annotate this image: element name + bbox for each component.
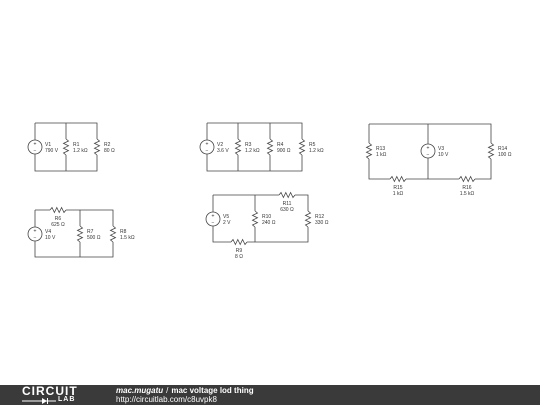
- components-V3-value: 10 V: [438, 152, 449, 158]
- logo-lab: LAB: [58, 396, 76, 403]
- circuit-url-line: http://circuitlab.com/c8uvpk8: [116, 395, 217, 404]
- components-R4-value: 900 Ω: [277, 148, 291, 154]
- components-R6-name: R6: [55, 216, 62, 222]
- components-R7-value: 500 Ω: [87, 235, 101, 241]
- components-R12-name: R12: [315, 214, 324, 220]
- components-R11-name: R11: [283, 201, 292, 207]
- author-link[interactable]: mac.mugatu: [116, 386, 164, 395]
- components-R15-name: R15: [393, 185, 402, 191]
- components-R16-name: R16: [462, 185, 471, 191]
- components-R1-name: R1: [73, 142, 80, 148]
- resistor-r8[interactable]: R81.5 kΩ: [109, 225, 135, 243]
- footer-bar: [0, 385, 540, 405]
- components-R4-name: R4: [277, 142, 284, 148]
- components-V2-name: V2: [217, 142, 223, 148]
- components-R15-value: 1 kΩ: [393, 191, 404, 197]
- circuit-url-link[interactable]: http://circuitlab.com/c8uvpk8: [116, 395, 217, 404]
- resistor-r9[interactable]: R98 Ω: [230, 238, 248, 260]
- components-V4-name: V4: [45, 229, 51, 235]
- resistor-r1[interactable]: R11.2 kΩ: [62, 138, 88, 156]
- svg-text:−: −: [34, 235, 37, 241]
- svg-text:+: +: [212, 214, 215, 220]
- svg-text:−: −: [34, 148, 37, 154]
- components-R13-value: 1 kΩ: [376, 152, 387, 158]
- svg-text:−: −: [212, 220, 215, 226]
- svg-text:+: +: [206, 142, 209, 148]
- diode-icon: [22, 398, 56, 404]
- logo-wordmark: CIRCUIT: [22, 384, 78, 398]
- components-R7-name: R7: [87, 229, 94, 235]
- components-R8-name: R8: [120, 229, 127, 235]
- components-R5-value: 1.2 kΩ: [309, 148, 324, 154]
- voltage-source-v5[interactable]: +− V52 V: [205, 211, 231, 227]
- components-R14-value: 100 Ω: [498, 152, 512, 158]
- components-V1-value: 790 V: [45, 148, 59, 154]
- voltage-source-v2[interactable]: +− V23.6 V: [199, 139, 229, 155]
- components-R1-value: 1.2 kΩ: [73, 148, 88, 154]
- components-R13-name: R13: [376, 146, 385, 152]
- components-R11-value: 630 Ω: [280, 207, 294, 213]
- components-R16-value: 1.5 kΩ: [460, 191, 475, 197]
- components-V3-name: V3: [438, 146, 444, 152]
- components-R3-name: R3: [245, 142, 252, 148]
- components-R5-name: R5: [309, 142, 316, 148]
- components-V4-value: 10 V: [45, 235, 56, 241]
- components-V5-value: 2 V: [223, 220, 231, 226]
- components-R3-value: 1.2 kΩ: [245, 148, 260, 154]
- components-R12-value: 330 Ω: [315, 220, 329, 226]
- components-R2-name: R2: [104, 142, 111, 148]
- svg-text:+: +: [427, 146, 430, 152]
- components-R14-name: R14: [498, 146, 507, 152]
- resistor-r3[interactable]: R31.2 kΩ: [234, 138, 260, 156]
- components-R6-value: 625 Ω: [51, 222, 65, 228]
- svg-text:−: −: [206, 148, 209, 154]
- components-R9-value: 8 Ω: [235, 254, 243, 260]
- circuitlab-logo[interactable]: CIRCUIT LAB: [22, 385, 92, 405]
- components-R9-name: R9: [236, 248, 243, 254]
- svg-text:+: +: [34, 142, 37, 148]
- title-separator: /: [166, 386, 169, 395]
- components-V2-value: 3.6 V: [217, 148, 229, 154]
- svg-text:+: +: [34, 229, 37, 235]
- components-R8-value: 1.5 kΩ: [120, 235, 135, 241]
- components-R2-value: 80 Ω: [104, 148, 115, 154]
- components-V5-name: V5: [223, 214, 229, 220]
- svg-text:−: −: [427, 152, 430, 158]
- components-V1-name: V1: [45, 142, 51, 148]
- components-R10-name: R10: [262, 214, 271, 220]
- components-R10-value: 240 Ω: [262, 220, 276, 226]
- circuit-title-line: mac.mugatu/mac voltage lod thing: [116, 386, 254, 395]
- circuit-title[interactable]: mac voltage lod thing: [171, 386, 254, 395]
- resistor-r5[interactable]: R51.2 kΩ: [298, 138, 324, 156]
